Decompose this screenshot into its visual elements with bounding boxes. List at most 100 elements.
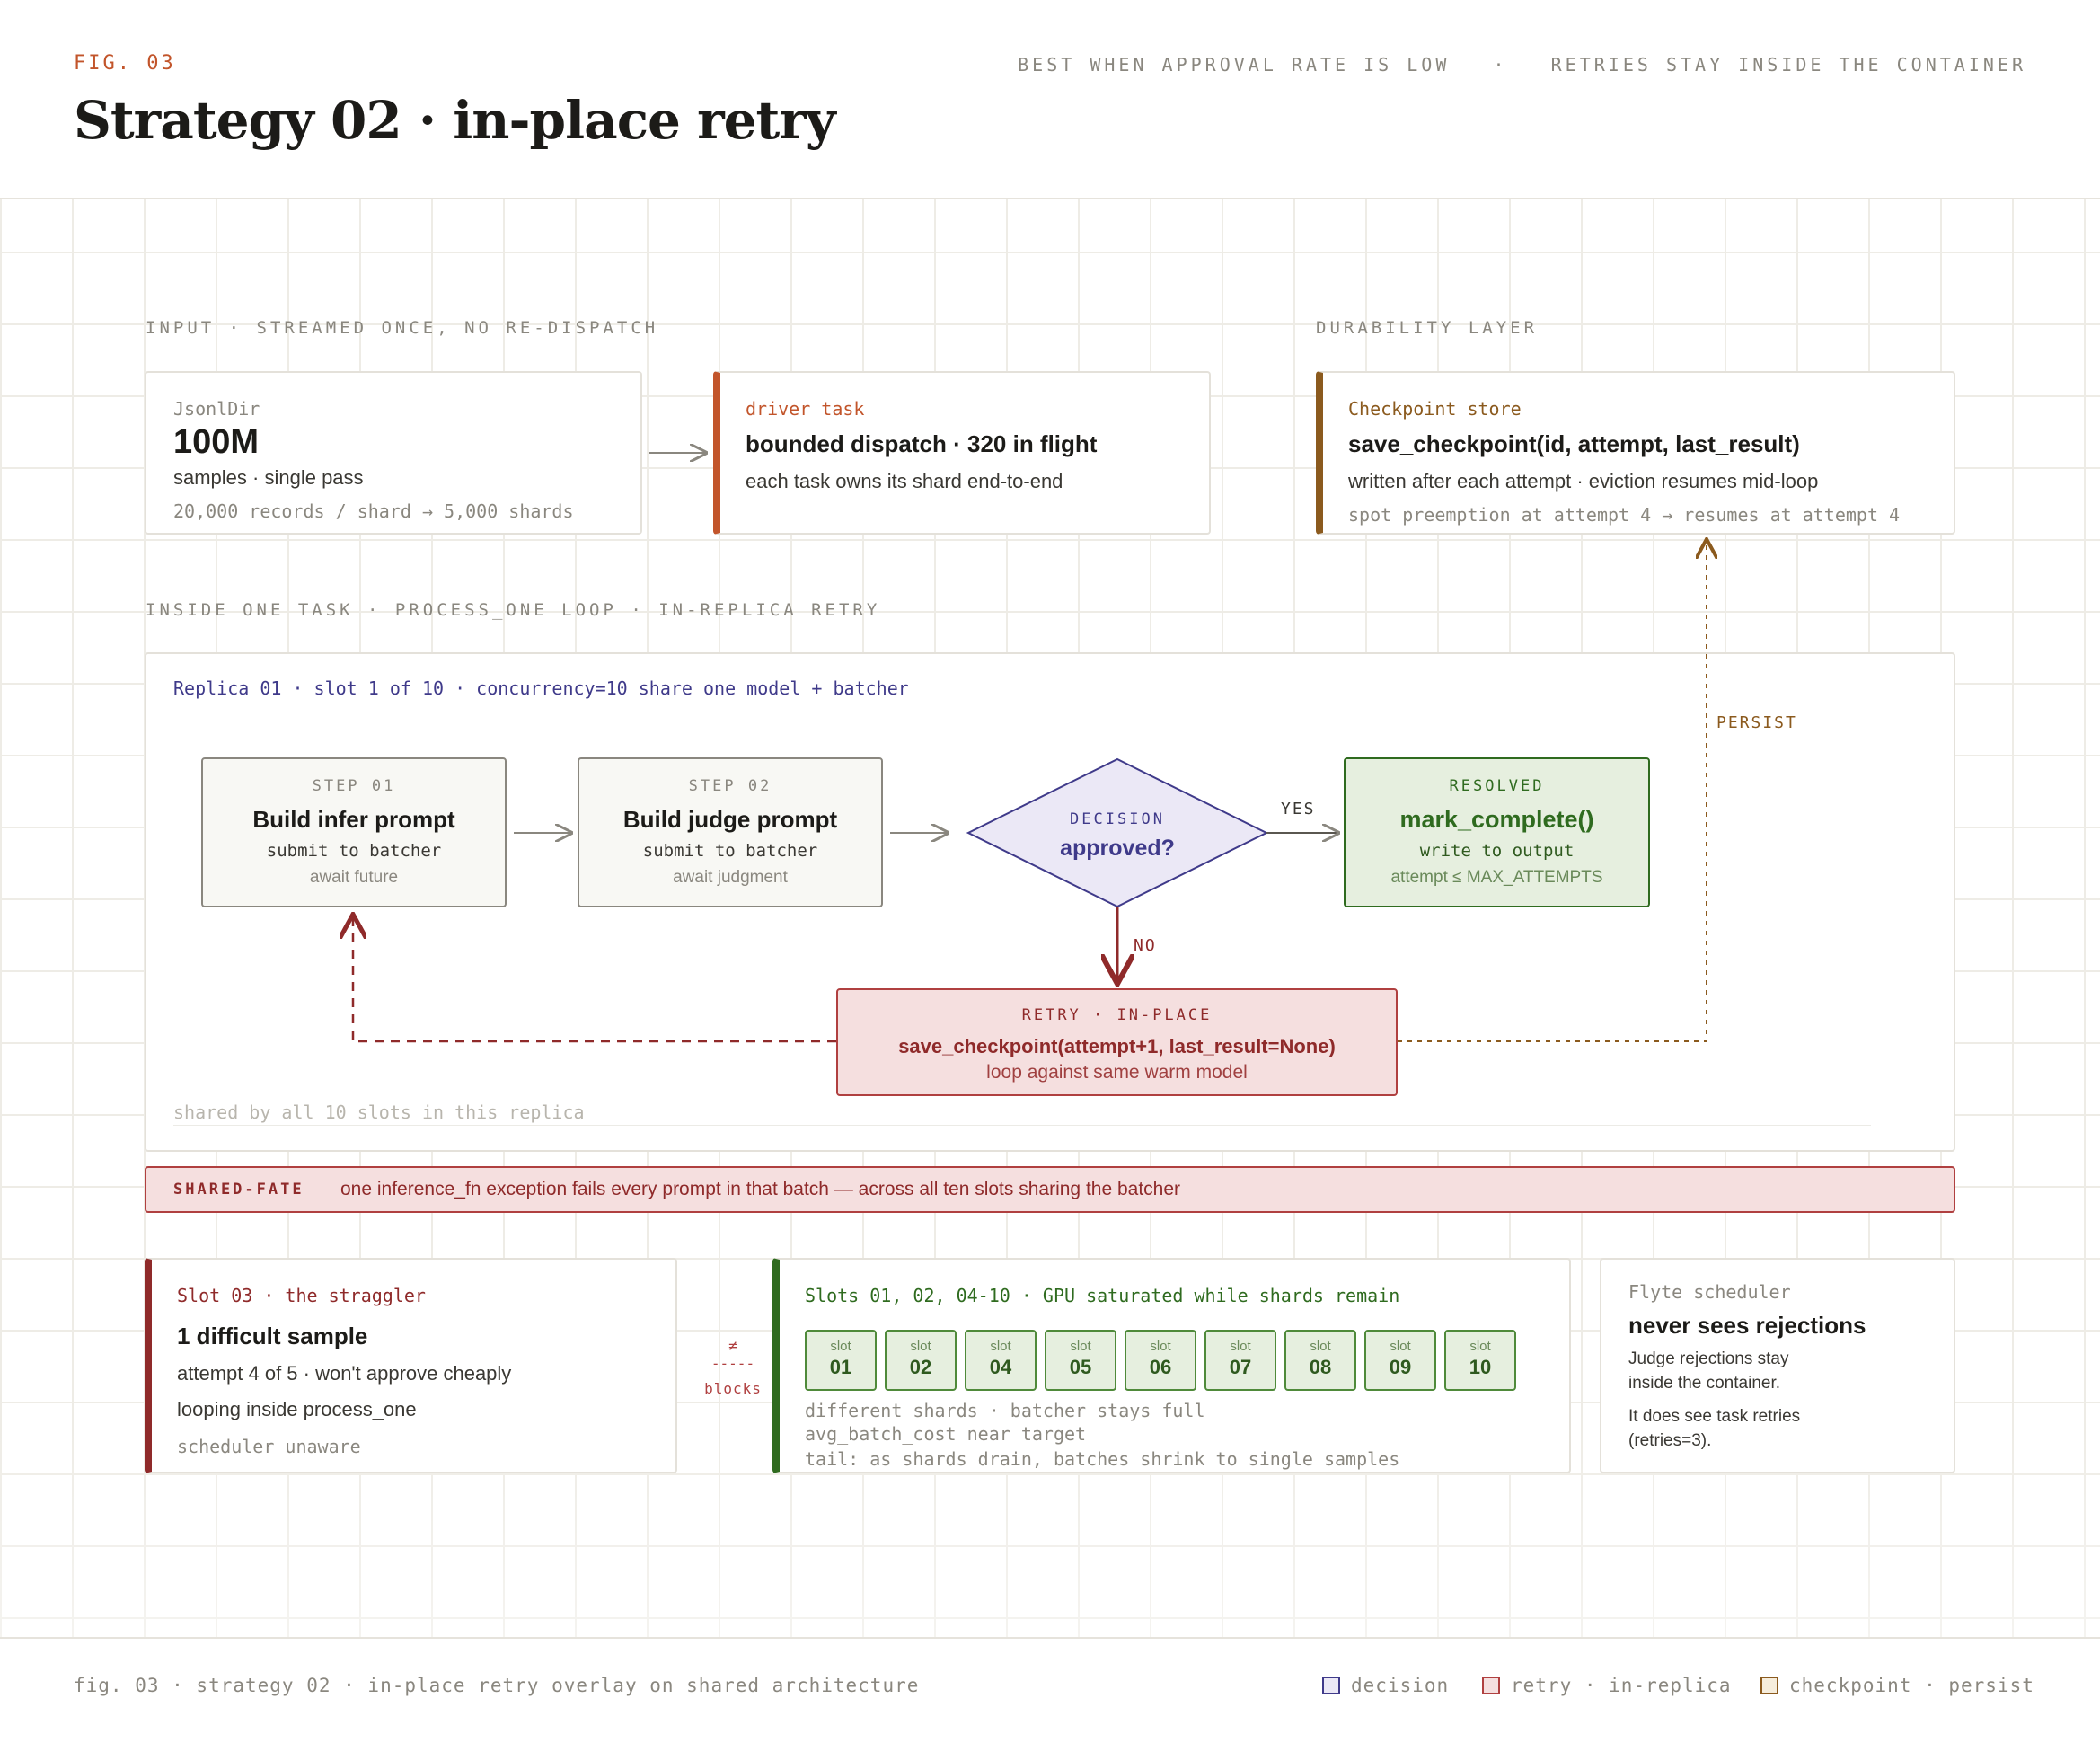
resolved-title: mark_complete() [1399, 806, 1594, 833]
arrow-retry-loop [353, 916, 836, 1043]
slot-chip-number: 02 [909, 1356, 932, 1378]
step-02-box: STEP 02 Build judge prompt submit to bat… [578, 757, 883, 907]
slot-chip: slot 06 [1125, 1330, 1196, 1391]
retry-kicker: RETRY · IN-PLACE [1021, 1006, 1213, 1024]
footer: fig. 03 · strategy 02 · in-place retry o… [0, 1637, 2100, 1743]
input-kicker: JsonlDir [173, 398, 260, 420]
retry-title: save_checkpoint(attempt+1, last_result=N… [898, 1035, 1336, 1057]
no-label: NO [1134, 936, 1157, 955]
slot-chip-number: 06 [1149, 1356, 1172, 1378]
slots-line1: different shards · batcher stays full [805, 1400, 1205, 1421]
header: FIG. 03 Strategy 02 · in-place retry BES… [0, 0, 2100, 199]
step-01-line1: submit to batcher [266, 841, 442, 861]
slots-kicker: Slots 01, 02, 04-10 · GPU saturated whil… [805, 1285, 1400, 1306]
straggler-line1: attempt 4 of 5 · won't approve cheaply [177, 1362, 512, 1385]
shared-fate-bar: SHARED-FATE one inference_fn exception f… [145, 1166, 1955, 1213]
persist-label: PERSIST [1716, 713, 1797, 732]
blocks-label: blocks [704, 1380, 762, 1397]
slot-chip-number: 05 [1069, 1356, 1092, 1378]
legend-decision: decision [1322, 1675, 1449, 1696]
slot-chip-number: 04 [989, 1356, 1012, 1378]
slot-chip: slot 05 [1045, 1330, 1116, 1391]
step-02-title: Build judge prompt [622, 806, 838, 833]
step-01-title: Build infer prompt [252, 806, 455, 833]
slot-chip-number: 07 [1229, 1356, 1252, 1378]
driver-kicker: driver task [746, 398, 865, 420]
straggler-line2: looping inside process_one [177, 1398, 417, 1420]
step-02-line1: submit to batcher [642, 841, 818, 861]
checkpoint-kicker: Checkpoint store [1348, 398, 1522, 420]
scheduler-line3: It does see task retries [1628, 1407, 1801, 1426]
footer-caption: fig. 03 · strategy 02 · in-place retry o… [74, 1675, 920, 1696]
driver-title: bounded dispatch · 320 in flight [746, 430, 1098, 457]
legend-checkpoint-label: checkpoint · persist [1789, 1675, 2034, 1696]
legend-retry: retry · in-replica [1482, 1675, 1732, 1696]
legend-checkpoint-swatch [1760, 1677, 1778, 1694]
decision-diamond [966, 757, 1269, 908]
checkpoint-card: Checkpoint store save_checkpoint(id, att… [1316, 371, 1955, 535]
replica-footer-divider [173, 1125, 1871, 1126]
resolved-line2: attempt ≤ MAX_ATTEMPTS [1390, 868, 1603, 887]
step-02-line2: await judgment [673, 868, 788, 887]
slot-chip-label: slot [1310, 1339, 1331, 1354]
header-subtitle: BEST WHEN APPROVAL RATE IS LOW · RETRIES… [1018, 54, 2026, 75]
input-card: JsonlDir 100M samples · single pass 20,0… [145, 371, 642, 535]
scheduler-card: Flyte scheduler never sees rejections Ju… [1600, 1258, 1955, 1473]
slot-chip-label: slot [990, 1339, 1011, 1354]
slot-chip-label: slot [1469, 1339, 1491, 1354]
slot-chip-number: 08 [1309, 1356, 1332, 1378]
slot-chip-label: slot [1070, 1339, 1091, 1354]
straggler-line3: scheduler unaware [177, 1436, 361, 1457]
input-line1: samples · single pass [173, 466, 364, 489]
slot-chip-number: 01 [829, 1356, 852, 1378]
step-01-box: STEP 01 Build infer prompt submit to bat… [201, 757, 507, 907]
straggler-title: 1 difficult sample [177, 1323, 368, 1349]
legend-retry-label: retry · in-replica [1511, 1675, 1732, 1696]
checkpoint-line2: spot preemption at attempt 4 → resumes a… [1348, 504, 1901, 526]
section-label-inside: INSIDE ONE TASK · PROCESS_ONE LOOP · IN-… [146, 600, 881, 620]
scheduler-title: never sees rejections [1628, 1312, 1866, 1339]
retry-line1: loop against same warm model [986, 1062, 1248, 1083]
decision-title: approved? [1060, 836, 1175, 861]
resolved-kicker: RESOLVED [1449, 777, 1545, 795]
slots-card: Slots 01, 02, 04-10 · GPU saturated whil… [772, 1258, 1571, 1473]
arrow-persist [1398, 541, 1707, 1042]
straggler-card: Slot 03 · the straggler 1 difficult samp… [145, 1258, 677, 1473]
scheduler-line2: inside the container. [1628, 1374, 1781, 1393]
straggler-kicker: Slot 03 · the straggler [177, 1285, 426, 1306]
driver-line1: each task owns its shard end-to-end [746, 470, 1063, 492]
legend-checkpoint: checkpoint · persist [1760, 1675, 2034, 1696]
legend-decision-label: decision [1351, 1675, 1450, 1696]
checkpoint-line1: written after each attempt · eviction re… [1348, 470, 1819, 492]
resolved-line1: write to output [1419, 841, 1575, 861]
legend-decision-swatch [1322, 1677, 1340, 1694]
retry-box: RETRY · IN-PLACE save_checkpoint(attempt… [836, 988, 1398, 1096]
input-line2: 20,000 records / shard → 5,000 shards [173, 500, 574, 522]
input-value: 100M [173, 423, 260, 461]
page-title: Strategy 02 · in-place retry [74, 90, 836, 151]
blocks-dash: ----- [710, 1355, 755, 1372]
shared-fate-text: one inference_fn exception fails every p… [340, 1179, 1181, 1199]
replica-footer: shared by all 10 slots in this replica [173, 1102, 585, 1123]
slot-chip-label: slot [910, 1339, 931, 1354]
scheduler-kicker: Flyte scheduler [1628, 1281, 1791, 1303]
slot-chip-label: slot [1390, 1339, 1411, 1354]
slot-chip-label: slot [1150, 1339, 1171, 1354]
section-label-input: INPUT · STREAMED ONCE, NO RE-DISPATCH [146, 318, 659, 338]
slots-line3: tail: as shards drain, batches shrink to… [805, 1448, 1400, 1470]
step-02-kicker: STEP 02 [688, 777, 772, 795]
decision-kicker: DECISION [1070, 810, 1165, 828]
slots-line2: avg_batch_cost near target [805, 1423, 1087, 1445]
yes-label: YES [1281, 800, 1316, 818]
step-01-kicker: STEP 01 [312, 777, 396, 795]
fig-tag: FIG. 03 [74, 52, 176, 75]
replica-header: Replica 01 · slot 1 of 10 · concurrency=… [173, 677, 909, 699]
checkpoint-title: save_checkpoint(id, attempt, last_result… [1348, 430, 1800, 457]
blocks-symbol: ≠ [728, 1337, 737, 1354]
